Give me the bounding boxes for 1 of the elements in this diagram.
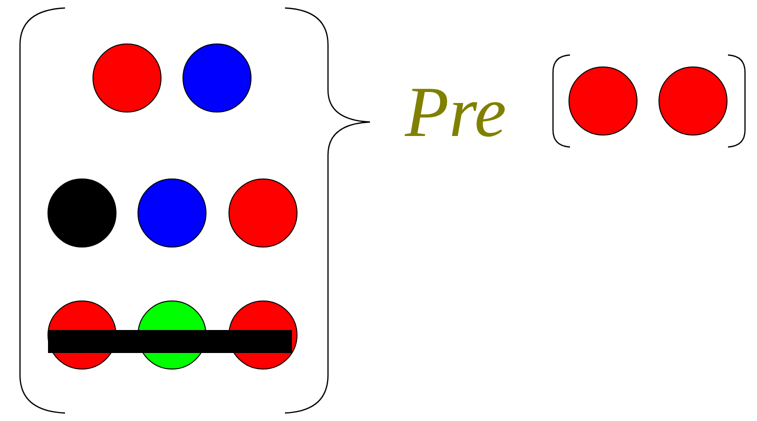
prefix-label: Pre — [405, 76, 506, 148]
